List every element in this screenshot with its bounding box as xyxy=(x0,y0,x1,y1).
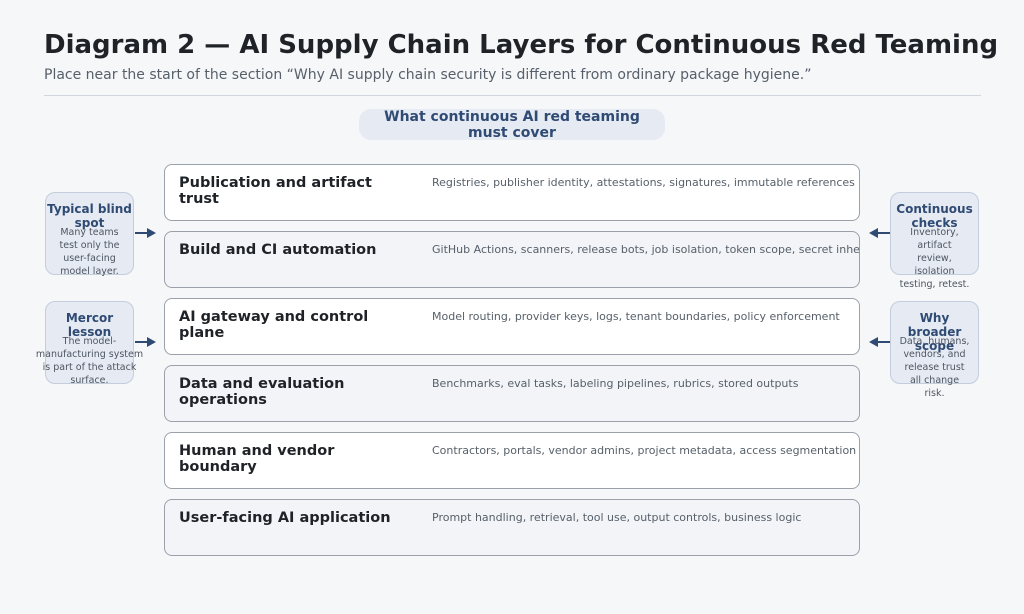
layer-name: User-facing AI application xyxy=(179,510,391,526)
callout-mercor-lesson: Mercor lesson The model-manufacturing sy… xyxy=(36,301,143,386)
header-divider xyxy=(44,95,981,96)
callout-title: Typical blind spot xyxy=(47,202,132,230)
arrow-right-icon xyxy=(135,228,156,238)
layer-name: Human and vendor boundary xyxy=(179,443,335,475)
callout-body: Inventory, artifact review, isolation te… xyxy=(871,226,998,291)
layer-description: Contractors, portals, vendor admins, pro… xyxy=(432,444,857,457)
layer-name: Data and evaluation operations xyxy=(179,376,345,408)
arrow-left-icon xyxy=(869,337,890,347)
stack-heading-label: What continuous AI red teaming must cove… xyxy=(384,109,640,141)
layer-user-facing-ai-application: User-facing AI application Prompt handli… xyxy=(164,499,860,556)
callout-body-text: Inventory, artifact review, isolation te… xyxy=(899,227,970,290)
callout-typical-blind-spot: Typical blind spot Many teams test only … xyxy=(45,192,134,277)
arrow-left-icon xyxy=(869,228,890,238)
arrow-right-icon xyxy=(135,337,156,347)
layer-ai-gateway-control-plane: AI gateway and control plane Model routi… xyxy=(164,298,860,355)
callout-title: Why broader scope xyxy=(907,311,962,353)
layer-publication-artifact-trust: Publication and artifact trust Registrie… xyxy=(164,164,860,221)
layer-name: Build and CI automation xyxy=(179,242,377,258)
callout-body: Many teams test only the user-facing mod… xyxy=(26,226,153,278)
callout-body-text: Data, humans, vendors, and release trust… xyxy=(899,336,970,399)
page-title: Diagram 2 — AI Supply Chain Layers for C… xyxy=(44,30,999,60)
stack-heading: What continuous AI red teaming must cove… xyxy=(359,109,665,141)
callout-body: The model-manufacturing system is part o… xyxy=(26,335,153,387)
layer-description: Prompt handling, retrieval, tool use, ou… xyxy=(432,511,802,524)
callout-body: Data, humans, vendors, and release trust… xyxy=(871,335,998,400)
layer-data-evaluation-operations: Data and evaluation operations Benchmark… xyxy=(164,365,860,422)
callout-title: Continuous checks xyxy=(896,202,973,230)
layer-build-ci-automation: Build and CI automation GitHub Actions, … xyxy=(164,231,860,288)
layer-name: Publication and artifact trust xyxy=(179,175,372,207)
layer-name: AI gateway and control plane xyxy=(179,309,369,341)
layer-human-vendor-boundary: Human and vendor boundary Contractors, p… xyxy=(164,432,860,489)
layer-description: Benchmarks, eval tasks, labeling pipelin… xyxy=(432,377,799,390)
callout-body-text: The model-manufacturing system is part o… xyxy=(35,336,144,386)
callout-why-broader-scope: Why broader scope Data, humans, vendors,… xyxy=(890,301,979,399)
page-subtitle: Place near the start of the section “Why… xyxy=(44,67,812,83)
layer-description: Model routing, provider keys, logs, tena… xyxy=(432,310,840,323)
layer-description: Registries, publisher identity, attestat… xyxy=(432,176,855,189)
layer-description: GitHub Actions, scanners, release bots, … xyxy=(432,243,860,256)
callout-title: Mercor lesson xyxy=(65,311,114,339)
callout-body-text: Many teams test only the user-facing mod… xyxy=(59,227,120,277)
callout-continuous-checks: Continuous checks Inventory, artifact re… xyxy=(890,192,979,290)
